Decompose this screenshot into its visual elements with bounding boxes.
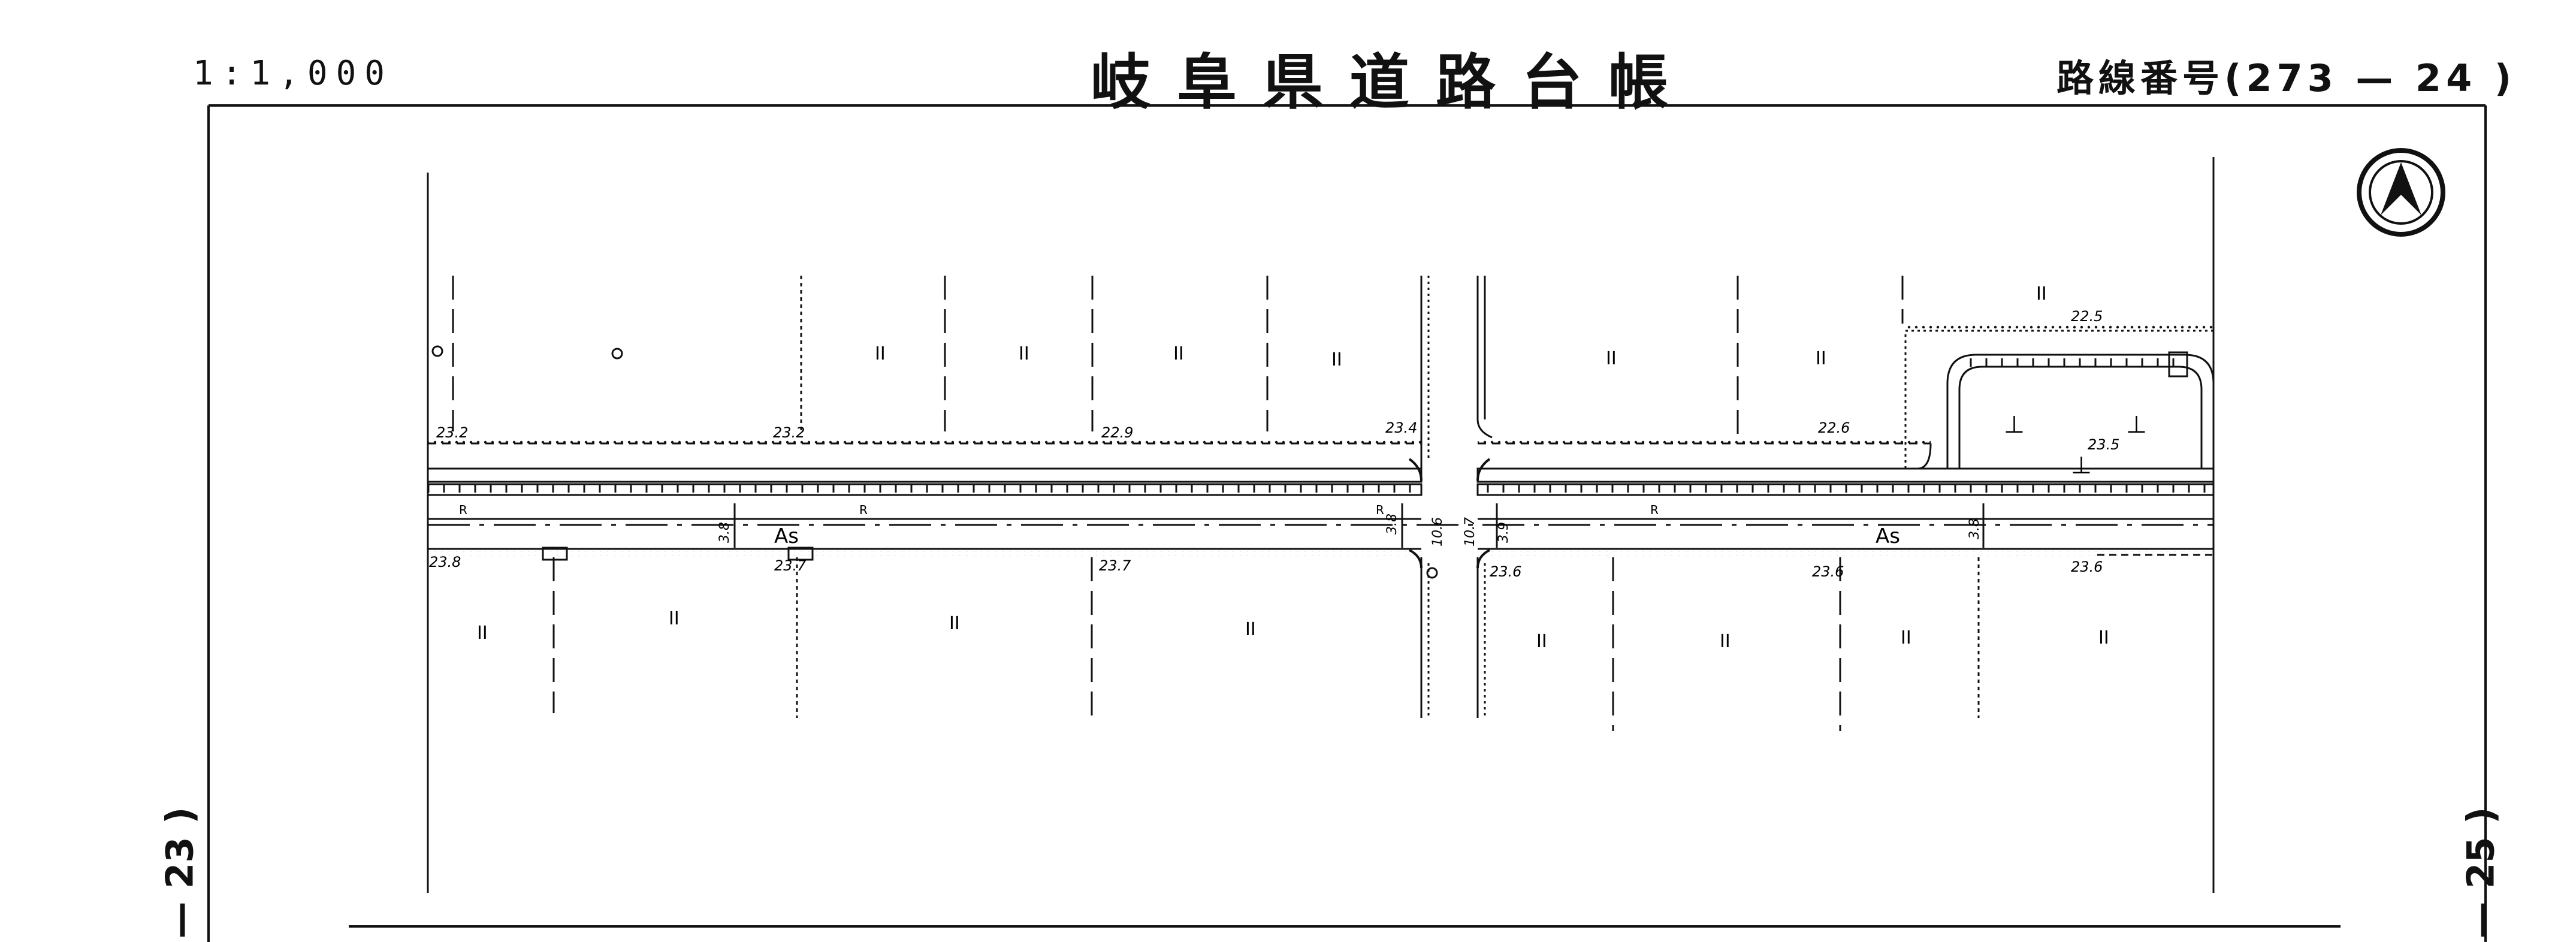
main-road <box>427 439 2215 569</box>
vacant-land-label: ⊥ <box>2071 452 2092 479</box>
curb-mark: R <box>1376 503 1384 517</box>
elevation-label: 23.6 <box>1490 563 1521 580</box>
land-use-label: II <box>949 613 960 634</box>
land-use-label: II <box>1536 631 1547 652</box>
elevation-label: 23.2 <box>773 424 805 441</box>
vacant-land-labels: ⊥ ⊥ ⊥ <box>2004 411 2147 479</box>
elevation-label: 23.7 <box>774 557 807 574</box>
road-surface-label: As <box>774 524 799 548</box>
curb-mark: R <box>859 503 868 517</box>
elevation-label: 22.6 <box>1818 419 1850 436</box>
curb-marks: R R R R <box>459 503 1659 517</box>
width-label: 3.8 <box>717 522 732 543</box>
width-label: 3.8 <box>1967 518 1982 539</box>
width-label: 3.8 <box>1385 514 1400 535</box>
land-use-label: II <box>1720 631 1731 652</box>
vacant-land-label: ⊥ <box>2004 411 2025 439</box>
road-surface-label: As <box>1876 524 1900 548</box>
sheet-frame <box>207 104 2487 942</box>
elevation-label: 22.5 <box>2071 308 2103 325</box>
post-symbols <box>431 345 1438 579</box>
land-use-label: II <box>2098 627 2109 648</box>
land-use-label: II <box>2036 283 2047 304</box>
south-parcel-boundaries <box>552 557 1980 731</box>
elevation-label: 22.9 <box>1101 424 1133 441</box>
elevation-label: 23.4 <box>1385 419 1417 436</box>
land-use-label: II <box>875 343 886 364</box>
land-use-label: II <box>1245 619 1256 640</box>
land-use-label: II <box>1901 627 1911 648</box>
land-use-label: II <box>1019 343 1029 364</box>
land-use-labels: II II II II II II II II II II II II II I… <box>477 283 2109 652</box>
elevation-label: 23.6 <box>2071 558 2103 575</box>
land-use-label: II <box>1606 348 1617 369</box>
north-arrow-icon <box>2357 148 2445 237</box>
side-road <box>1420 276 1493 718</box>
width-label: 10.6 <box>1430 517 1445 547</box>
width-label: 3.9 <box>1496 522 1511 543</box>
width-label: 10.7 <box>1463 517 1478 547</box>
elevation-label: 23.2 <box>436 424 468 441</box>
map-scale: 1:1,000 <box>193 54 394 93</box>
land-use-label: II <box>1331 349 1342 370</box>
elevation-label: 23.6 <box>1812 563 1844 580</box>
land-use-label: II <box>477 623 488 644</box>
route-number: 路線番号(273 — 24 ) <box>2056 56 2517 100</box>
curb-mark: R <box>1650 503 1659 517</box>
elevation-labels: 23.2 23.2 22.9 23.4 22.6 22.5 23.5 23.8 … <box>429 308 2119 580</box>
width-labels: 3.8 3.8 10.6 10.7 3.9 3.8 <box>717 514 1982 547</box>
north-parcel-boundaries <box>452 276 1904 443</box>
vacant-land-label: ⊥ <box>2126 411 2147 439</box>
land-use-label: II <box>669 608 680 629</box>
land-use-label: II <box>1173 343 1184 364</box>
curb-mark: R <box>459 503 467 517</box>
elevation-label: 23.8 <box>429 554 461 570</box>
parking-lot <box>1904 325 2215 485</box>
land-use-label: II <box>1816 348 1826 369</box>
elevation-label: 23.7 <box>1099 557 1131 574</box>
elevation-label: 23.5 <box>2088 436 2119 453</box>
